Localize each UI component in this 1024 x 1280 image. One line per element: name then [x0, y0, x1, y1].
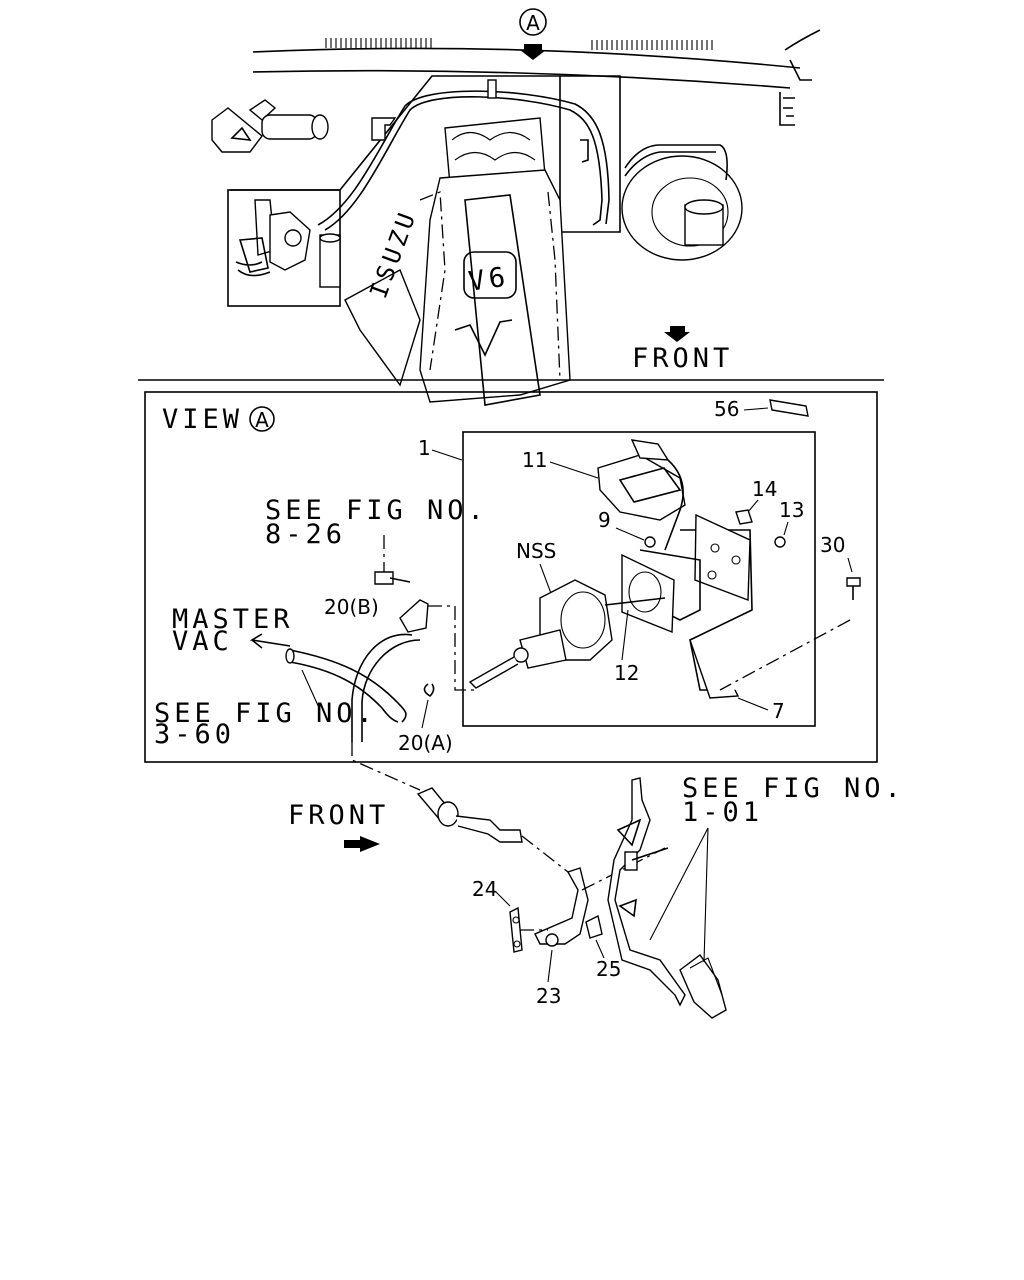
top-front-label: FRONT [632, 343, 733, 374]
cowl-line [252, 47, 801, 69]
callout-20b: 20(B) [324, 595, 379, 619]
callout-56: 56 [714, 397, 739, 421]
callout-nss: NSS [516, 539, 556, 563]
view-a-title-circle [249, 406, 275, 432]
cowl-vents [325, 38, 713, 50]
cable-end-hook [580, 139, 589, 163]
callout-1-leader [431, 449, 463, 461]
part-20b-clip [399, 599, 429, 633]
pedal-lever [534, 867, 589, 945]
cable-routing-top [324, 96, 603, 231]
motor-end [311, 114, 329, 140]
callout-24: 24 [472, 877, 497, 901]
booster-inner [651, 177, 729, 247]
ref-fig-1-01-line2: 1-01 [682, 797, 763, 828]
cable-routing-top-outer [317, 90, 610, 226]
assembly-1-frame [462, 431, 816, 727]
engine-badge-text: V6 [467, 261, 511, 297]
master-vac-arrow-icon [249, 633, 291, 649]
cowl-bracket [779, 29, 821, 126]
pedal-section: FRONT 24 25 23 SEE FIG NO. 1-01 [288, 742, 905, 1019]
callout-25: 25 [596, 957, 621, 981]
nss-cable-end [468, 656, 519, 689]
top-callout-frame [230, 75, 621, 233]
bottom-front-arrow-icon [344, 836, 380, 852]
callout-11: 11 [522, 448, 547, 472]
nss-switch-front [519, 629, 567, 669]
view-a-title: VIEW [162, 404, 243, 435]
cable-grommet [371, 117, 397, 141]
callout-30: 30 [820, 533, 845, 557]
view-a-title-letter: A [255, 408, 269, 432]
callout-9: 9 [598, 508, 611, 532]
callout-7: 7 [772, 699, 785, 723]
fig-8-26-bolt [374, 571, 394, 585]
view-a-arrow-icon [520, 44, 546, 60]
ref-fig-3-60-line2: 3-60 [154, 719, 235, 750]
part-56-pad [769, 399, 809, 417]
part-20a-clip [423, 683, 435, 698]
accelerator-arm [607, 777, 686, 1007]
washer-tank [211, 107, 263, 153]
reservoir-bottle [319, 234, 341, 288]
part-7-bracket [680, 529, 753, 691]
booster-line [624, 144, 728, 181]
engine-badge-frame [463, 251, 517, 299]
cable-end-clevis [455, 815, 523, 843]
ref-fig-8-26-line2: 8-26 [265, 519, 346, 550]
callout-13: 13 [779, 498, 804, 522]
engine-side [344, 269, 421, 387]
accelerator-pad [679, 954, 727, 1019]
part-30-bolt-head [846, 577, 861, 587]
part-11-wire [664, 459, 684, 551]
top-front-arrow-icon [664, 326, 690, 342]
actuator-pulley [284, 229, 302, 247]
ref-fig-8-26-line1: SEE FIG NO. [265, 495, 488, 526]
nss-rod [604, 597, 666, 606]
brake-booster [621, 144, 743, 261]
motor-body [261, 114, 318, 140]
callout-14: 14 [752, 477, 777, 501]
part-7-plate [694, 513, 751, 601]
engine-cover-center [464, 194, 541, 406]
cable-loop [351, 633, 421, 742]
part-14-nut [735, 509, 753, 525]
ref-fig-3-60-line1: SEE FIG NO. [154, 698, 377, 729]
ref-master-vac-line1: MASTER [172, 604, 294, 635]
vacuum-hose-lower [289, 661, 399, 723]
view-a-marker-letter: A [526, 11, 540, 35]
view-a-marker-circle [519, 8, 547, 36]
view-a-frame [144, 391, 878, 763]
callout-20a: 20(A) [398, 731, 453, 755]
ref-master-vac-line2: VAC [172, 626, 233, 657]
part-13-bolt [774, 536, 786, 548]
cowl-line-lower [252, 69, 791, 89]
washer-cap [248, 99, 277, 121]
part-9-screw [644, 536, 656, 548]
callout-23: 23 [536, 984, 561, 1008]
actuator-bracket-lower [235, 237, 271, 277]
part-25-stopper [585, 914, 603, 939]
top-engine-view: A [211, 8, 821, 406]
vacuum-hose-upper [289, 649, 407, 723]
ref-fig-1-01-line1: SEE FIG NO. [682, 773, 905, 804]
view-a-section: VIEW A 1 56 11 14 13 9 [144, 391, 878, 763]
callout-12: 12 [614, 661, 639, 685]
callout-1: 1 [418, 436, 431, 460]
engine-block: ISUZU V6 [344, 117, 571, 406]
bottom-front-label: FRONT [288, 800, 389, 831]
engine-brand-text: ISUZU [364, 206, 422, 302]
cable-to-pedal [351, 742, 421, 791]
washer-tank-symbol [230, 126, 252, 141]
part-12-mount-plate [621, 553, 675, 634]
booster-housing [621, 155, 743, 261]
pedal-pivot-shaft [631, 847, 669, 861]
cable-clip [487, 79, 497, 99]
